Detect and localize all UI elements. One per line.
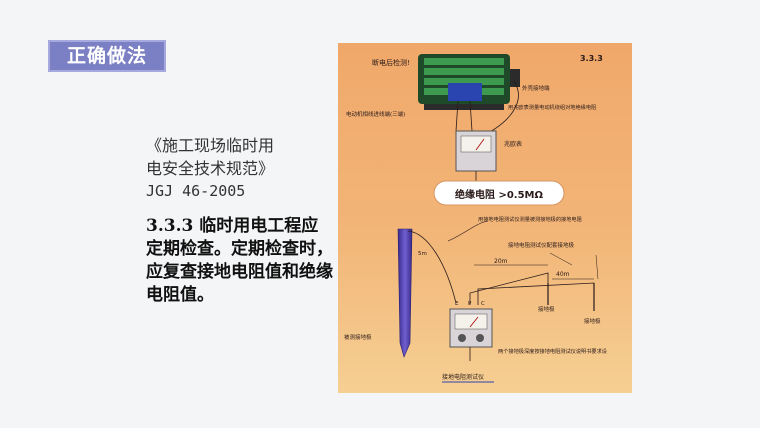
reference-line-1: 《施工现场临时用 [146, 136, 275, 155]
motor-ground-label: 外壳接地端 [522, 84, 550, 92]
distance-40m: 40m [556, 271, 570, 278]
rod-depth-note: 两个接地极深度按接地电阻测试仪说明书要求设 [498, 347, 607, 355]
aux-rod-left-label: 接地极 [538, 305, 555, 313]
reference-code: JGJ 46-2005 [146, 182, 246, 200]
figure-title: 断电后检测! [372, 58, 410, 67]
distance-5m: 5m [418, 251, 427, 257]
terminal-e: E [455, 301, 459, 307]
tester-label: 接地电阻测试仪 [442, 373, 484, 381]
matching-rods-label: 接地电阻测试仪配套接地极 [508, 241, 575, 249]
distance-20m: 20m [494, 258, 508, 265]
illustration-svg: 断电后检测! 3.3.3 外壳接地端 电动机相线进线端(三端) 用兆欧表测量电动… [338, 43, 632, 393]
clause-text: 3.3.3 临时用电工程应定期检查。定期检查时，应复查接地电阻值和绝缘电阻值。 [146, 216, 333, 305]
terminal-p: P [468, 301, 472, 307]
tag-label: 正确做法 [66, 45, 147, 67]
correct-practice-tag: 正确做法 [48, 40, 166, 72]
standard-reference: 《施工现场临时用 电安全技术规范》 JGJ 46-2005 [146, 134, 336, 203]
terminal-c: C [481, 301, 485, 307]
tested-rod-label: 被测接地极 [344, 333, 372, 341]
tester-note: 用接地电阻测试仪测量被测接地极的接地电阻 [478, 215, 582, 223]
megger-label: 兆欧表 [504, 140, 522, 148]
insulation-value: 绝缘电阻 >0.5MΩ [455, 188, 544, 201]
megger-note: 用兆欧表测量电动机绕组对地绝缘电阻 [508, 103, 596, 111]
figure-number: 3.3.3 [580, 54, 603, 63]
motor-leads-label: 电动机相线进线端(三端) [346, 110, 405, 118]
motor [418, 54, 520, 110]
aux-rod-right-label: 接地极 [584, 317, 601, 325]
ground-resistance-tester [449, 308, 493, 348]
reference-line-2: 电安全技术规范》 [146, 159, 275, 178]
insulation-banner: 绝缘电阻 >0.5MΩ [433, 180, 565, 206]
megger [455, 130, 497, 172]
tested-ground-rod [397, 228, 413, 358]
illustration-panel: 断电后检测! 3.3.3 外壳接地端 电动机相线进线端(三端) 用兆欧表测量电动… [338, 43, 632, 393]
